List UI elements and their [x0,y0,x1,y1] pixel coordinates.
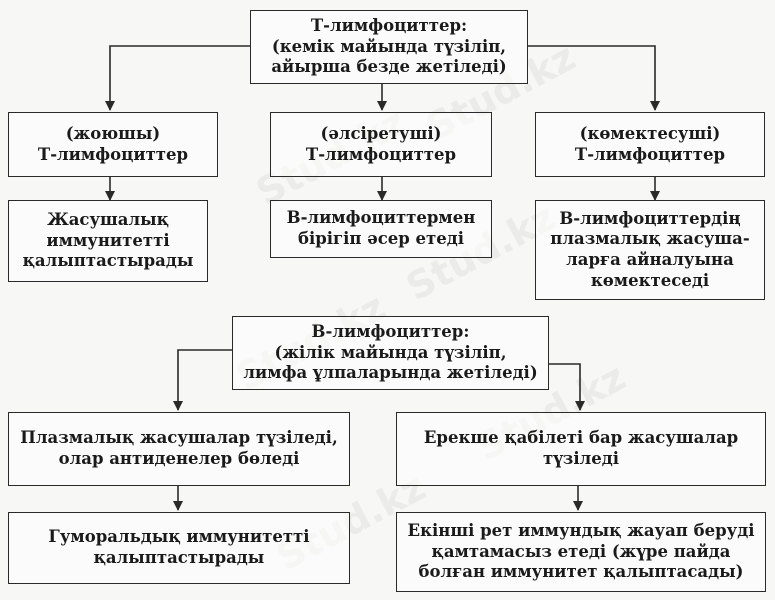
t-helper-function: В-лимфоциттердің плазмалық жасуша- ларға… [550,208,750,290]
t-killer-box: (жоюшы) Т-лимфоциттер [8,112,218,177]
b-plasma-function: Гуморальдық иммунитетті қалыптастырады [48,527,310,567]
t-helper-box: (көмектесуші) Т-лимфоциттер [535,112,765,177]
t-killer-label: (жоюшы) Т-лимфоциттер [37,123,189,164]
b-lymphocytes-root: В-лимфоциттер: (жілік майында түзіліп, л… [232,316,549,390]
t-helper-function-box: В-лимфоциттердің плазмалық жасуша- ларға… [535,200,765,300]
t-suppressor-label: (әлсіретуші) Т-лимфоциттер [305,123,457,164]
b-root-label: В-лимфоциттер: (жілік майында түзіліп, л… [243,322,538,383]
b-plasma-function-box: Гуморальдық иммунитетті қалыптастырады [8,512,350,584]
arrow-b-root-to-plasma [173,349,232,411]
b-plasma-label: Плазмалық жасушалар түзіледі, олар антид… [20,428,338,468]
arrow-t-root-to-helper [528,45,660,111]
t-suppressor-box: (әлсіретуші) Т-лимфоциттер [270,112,492,177]
t-suppressor-function-box: В-лимфоциттермен бірігіп әсер етеді [270,200,492,258]
t-killer-function-box: Жасушалық иммунитетті қалыптастырады [8,200,208,282]
arrow-b-root-to-special [549,363,585,411]
b-plasma-box: Плазмалық жасушалар түзіледі, олар антид… [8,412,350,486]
b-special-box: Ерекше қабілеті бар жасушалар түзіледі [396,412,766,486]
b-special-function-box: Екінші рет иммундық жауап беруді қамтама… [396,512,766,592]
b-special-label: Ерекше қабілеті бар жасушалар түзіледі [423,428,739,468]
t-lymphocytes-root: Т-лимфоциттер: (кемік майында түзіліп, а… [250,10,528,84]
arrow-t-root-to-killer [105,45,250,111]
t-root-label: Т-лимфоциттер: (кемік майында түзіліп, а… [271,16,507,77]
t-helper-label: (көмектесуші) Т-лимфоциттер [574,123,726,164]
t-killer-function: Жасушалық иммунитетті қалыптастырады [22,210,194,271]
t-suppressor-function: В-лимфоциттермен бірігіп әсер етеді [286,208,476,248]
b-special-function: Екінші рет иммундық жауап беруді қамтама… [407,521,755,582]
